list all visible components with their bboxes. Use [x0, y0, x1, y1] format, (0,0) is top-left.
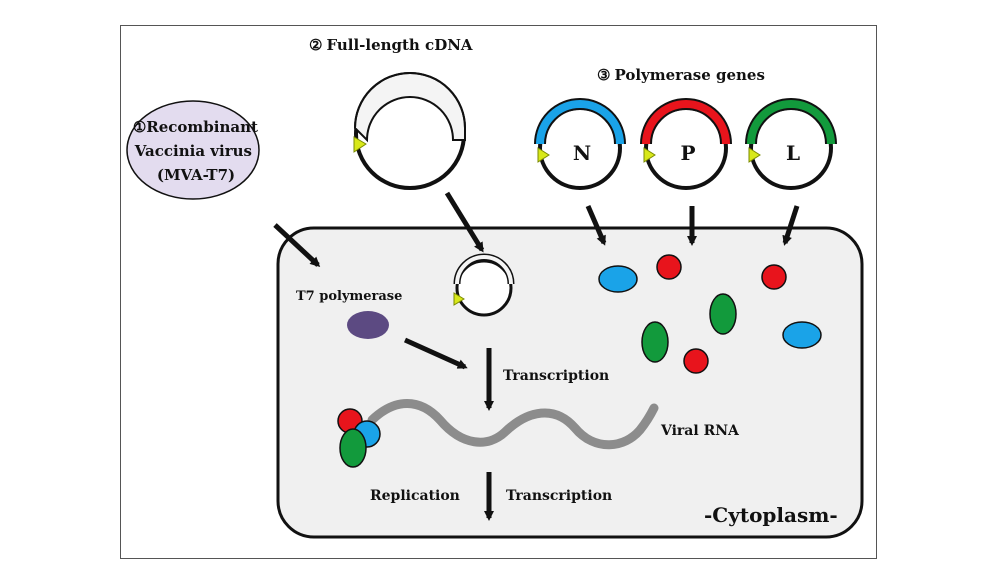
protein-p — [761, 264, 787, 290]
viral-rna-label: Viral RNA — [660, 423, 740, 439]
cytoplasm-label: -Cytoplasm- — [704, 503, 838, 527]
vaccinia-virus-ellipse — [126, 100, 260, 200]
viral-rna-strand — [367, 399, 659, 450]
viral-proteins — [598, 254, 822, 374]
gene-plasmid-l: L — [745, 98, 837, 190]
gene-plasmid-p: P — [640, 98, 732, 190]
protein-l — [641, 321, 669, 363]
step1-line3: (MVA-T7) — [157, 166, 235, 184]
cdna-plasmid — [353, 72, 466, 190]
promoter-marker — [537, 147, 550, 163]
protein-l — [709, 293, 737, 335]
arrow-t7-to-transcription — [403, 337, 468, 370]
promoter-marker — [453, 292, 465, 306]
promoter-marker — [748, 147, 761, 163]
promoter-marker — [643, 147, 656, 163]
transcription-label-1: Transcription — [503, 368, 609, 384]
t7-polymerase-shape — [347, 311, 389, 339]
step1-line1: Recombinant — [146, 118, 258, 136]
gene-plasmid-n: N — [534, 98, 626, 190]
cdna-plasmid-in-cell — [453, 253, 515, 317]
step3-number: ③ — [597, 66, 610, 84]
figure-frame — [120, 25, 877, 559]
step1-line2: Vaccinia virus — [134, 142, 252, 160]
step1-label: ①Recombinant Vaccinia virus (MVA-T7) — [133, 118, 263, 184]
step2-text: Full-length cDNA — [326, 36, 472, 54]
gene-label-p: P — [680, 141, 695, 165]
protein-l — [339, 428, 367, 468]
arrow-virus-to-cell — [273, 223, 321, 268]
protein-p — [683, 348, 709, 374]
step2-number: ② — [309, 36, 322, 54]
step1-number: ① — [133, 118, 146, 136]
protein-n — [598, 265, 638, 293]
gene-label-n: N — [573, 141, 591, 165]
t7-polymerase-label: T7 polymerase — [296, 289, 402, 304]
arrow-l-to-cell — [782, 205, 800, 246]
arrow-cdna-to-cell — [444, 191, 485, 253]
promoter-marker — [353, 136, 367, 153]
arrow-n-to-cell — [585, 205, 607, 246]
gene-label-l: L — [786, 141, 800, 165]
step3-text: Polymerase genes — [614, 66, 764, 84]
protein-n — [782, 321, 822, 349]
protein-p — [656, 254, 682, 280]
replication-label: Replication — [370, 488, 460, 504]
transcription-label-2: Transcription — [506, 488, 612, 504]
rnp-complex — [337, 408, 381, 468]
